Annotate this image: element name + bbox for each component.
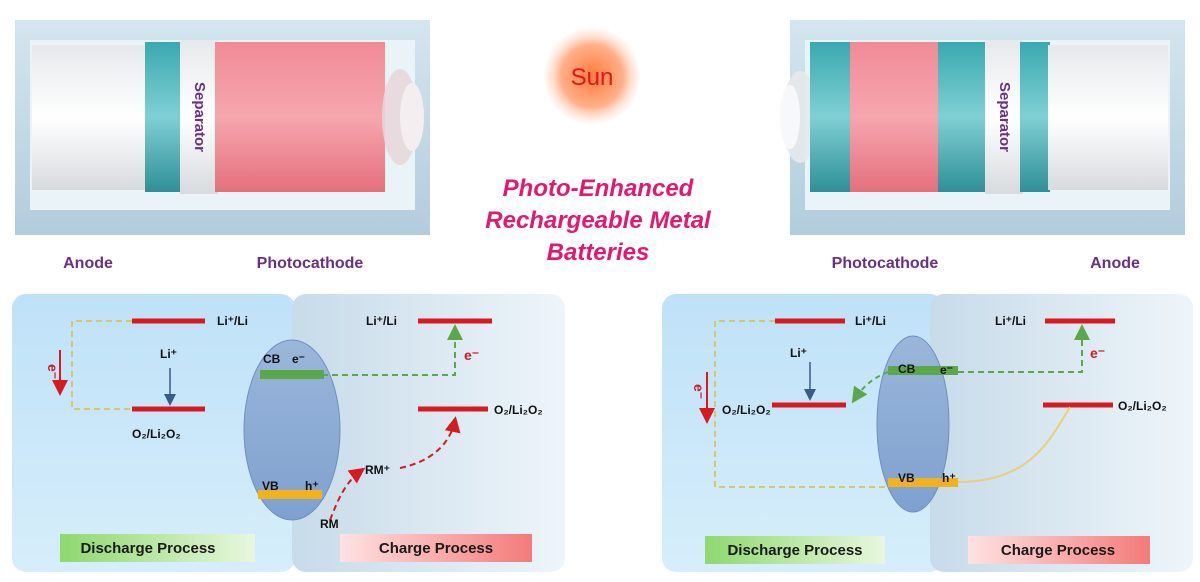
electrolyte-cylinder-right-a — [810, 42, 850, 192]
charge-process-label: Charge Process — [379, 540, 493, 557]
charge-process-label-right: Charge Process — [1001, 542, 1115, 559]
electron-label-discharge: e⁻ — [45, 364, 61, 379]
cb-electron-label-right: e⁻ — [940, 363, 953, 377]
title-line-1: Photo-Enhanced — [503, 175, 695, 202]
photocathode-label-right: Photocathode — [832, 255, 939, 272]
vb-hole-label: h⁺ — [305, 479, 319, 493]
rm-label: RM — [320, 517, 339, 531]
cb-to-o2-arrow — [851, 371, 889, 404]
discharge-process-label: Discharge Process — [80, 540, 215, 557]
discharge-electron-path-right — [714, 320, 892, 488]
battery-right: Separator — [780, 20, 1185, 235]
cb-electron-label: e⁻ — [292, 352, 305, 366]
vb-hole-label-right: h⁺ — [942, 471, 956, 485]
electron-label-discharge-right: e⁻ — [691, 384, 707, 399]
anode-cylinder — [32, 45, 147, 190]
vb-band-right — [888, 478, 958, 487]
vb-label-right: VB — [898, 471, 915, 485]
o2-label-discharge: O₂/Li₂O₂ — [132, 427, 181, 441]
electrolyte-cylinder — [145, 42, 185, 192]
electrolyte-pink-cylinder — [215, 42, 255, 192]
o2-label-charge-right: O₂/Li₂O₂ — [1118, 399, 1167, 413]
li-plus-label: Li⁺ — [160, 347, 177, 361]
anode-cylinder-right — [1048, 45, 1168, 190]
o2-label-discharge-right: O₂/Li₂O₂ — [722, 403, 771, 417]
right-energy-panel: Li⁺/Li O₂/Li₂O₂ Li⁺ e⁻ CB e⁻ VB h⁺ Li⁺/L… — [662, 294, 1193, 572]
discharge-process-label-right: Discharge Process — [727, 542, 862, 559]
anode-label: Anode — [63, 255, 113, 272]
title-line-2: Rechargeable Metal — [485, 207, 712, 234]
discharge-process-tag — [60, 534, 255, 562]
vb-label: VB — [262, 479, 279, 493]
li-li-label-charge: Li⁺/Li — [366, 314, 397, 328]
charge-process-tag — [340, 534, 532, 562]
electron-label-charge: e⁻ — [464, 347, 479, 363]
photocathode-label: Photocathode — [257, 255, 364, 272]
photocathode-cylinder-right — [850, 42, 940, 192]
rm-to-rmplus-arrow — [329, 467, 366, 521]
o2-label-charge: O₂/Li₂O₂ — [494, 403, 543, 417]
separator-cylinder — [180, 40, 218, 194]
charge-electron-path-right — [958, 324, 1090, 373]
cb-label: CB — [263, 352, 281, 366]
li-li-label-charge-right: Li⁺/Li — [995, 314, 1026, 328]
separator-label: Separator — [191, 82, 208, 152]
li-plus-label-right: Li⁺ — [790, 346, 807, 360]
li-li-label-discharge: Li⁺/Li — [217, 314, 248, 328]
electrolyte-cylinder-right-b — [938, 42, 988, 192]
photocathode-cylinder — [255, 42, 385, 192]
charge-electron-path — [322, 324, 463, 376]
sun-icon — [544, 28, 640, 124]
vb-to-o2-path — [957, 406, 1071, 483]
left-energy-panel: Li⁺/Li O₂/Li₂O₂ Li⁺ e⁻ CB e⁻ VB h⁺ Li⁺/L… — [12, 294, 565, 572]
vb-band — [258, 490, 322, 499]
sun-label: Sun — [571, 64, 614, 91]
battery-left: Separator — [15, 20, 430, 235]
separator-cylinder-right — [985, 40, 1023, 194]
electron-label-charge-right: e⁻ — [1090, 345, 1105, 361]
discharge-process-tag-right — [705, 536, 885, 564]
photocathode-ellipse-right — [876, 335, 950, 513]
title-line-3: Batteries — [547, 239, 650, 266]
separator-label-right: Separator — [996, 82, 1013, 152]
cb-band — [260, 370, 324, 379]
cb-band-right — [888, 366, 958, 375]
rmplus-to-o2-arrow — [399, 416, 461, 469]
anode-label-right: Anode — [1090, 255, 1140, 272]
photocathode-ellipse — [243, 339, 341, 521]
charge-process-tag-right — [968, 536, 1150, 564]
cb-label-right: CB — [898, 362, 916, 376]
discharge-electron-path — [71, 320, 132, 410]
rm-plus-label: RM⁺ — [365, 463, 390, 477]
li-li-label-discharge-right: Li⁺/Li — [855, 314, 886, 328]
